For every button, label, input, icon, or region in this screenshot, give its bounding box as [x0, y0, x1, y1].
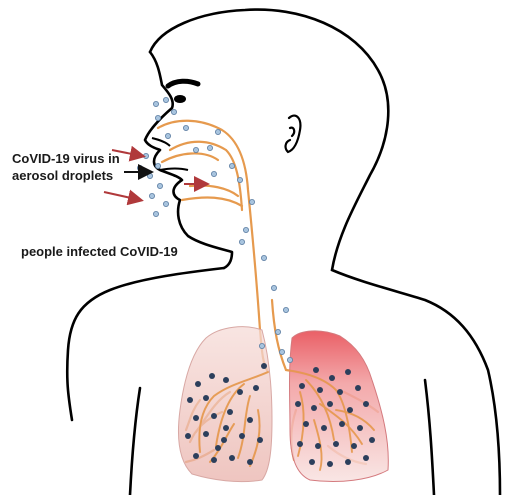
- aerosol-droplets: [137, 97, 292, 362]
- left-arm-outline: [130, 388, 140, 495]
- droplets-label-line1: CoVID-19 virus in: [12, 150, 120, 167]
- ear-icon: [286, 116, 301, 152]
- eyebrow: [168, 81, 198, 86]
- arrow-right-icon: [104, 192, 140, 200]
- left-lung: [179, 327, 273, 482]
- nostril-line: [152, 138, 170, 146]
- eye-icon: [174, 95, 186, 103]
- right-arm-outline: [425, 380, 434, 495]
- right-lung: [290, 331, 389, 482]
- mouth-line: [160, 169, 188, 171]
- people-infected-label: people infected CoVID-19: [21, 243, 178, 260]
- droplets-label-line2: aerosol droplets: [12, 167, 120, 184]
- droplets-label: CoVID-19 virus in aerosol droplets: [12, 150, 120, 184]
